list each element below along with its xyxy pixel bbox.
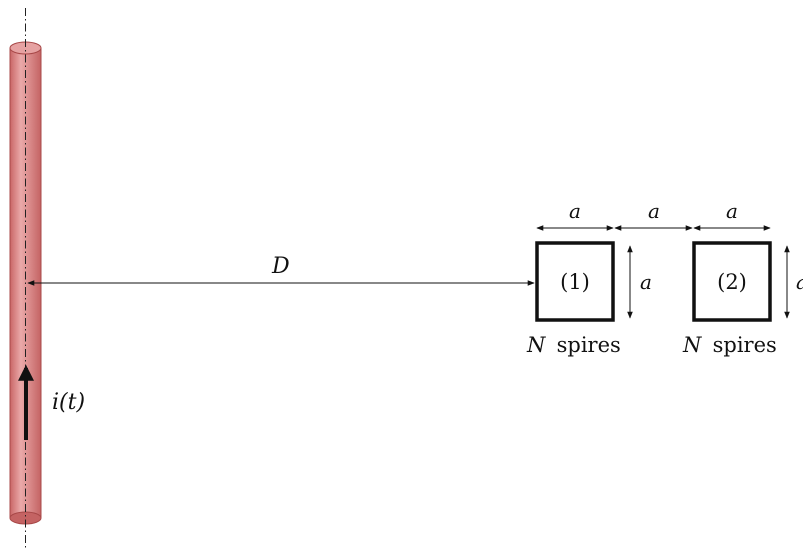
coil-1-turns-label: N spires bbox=[526, 333, 621, 357]
coil-2-turns-label: N spires bbox=[682, 333, 777, 357]
gap-label: a bbox=[648, 199, 660, 223]
coil-2-turns-var: N bbox=[682, 333, 702, 357]
coil-1-label: (1) bbox=[560, 270, 590, 294]
current-label: i(t) bbox=[52, 390, 85, 415]
coil-1-turns-word: spires bbox=[557, 333, 621, 357]
coil-1-turns-var: N bbox=[526, 333, 546, 357]
coil-2-width-label: a bbox=[726, 199, 738, 223]
coil-2-label: (2) bbox=[717, 270, 747, 294]
coil-2-height-label: a bbox=[796, 270, 803, 294]
distance-label: D bbox=[271, 254, 290, 279]
coil-2-turns-word: spires bbox=[713, 333, 777, 357]
coil-1-height-label: a bbox=[640, 270, 652, 294]
coil-1-square bbox=[535, 241, 615, 322]
coil-2-square bbox=[692, 241, 772, 322]
coil-1-width-label: a bbox=[569, 199, 581, 223]
